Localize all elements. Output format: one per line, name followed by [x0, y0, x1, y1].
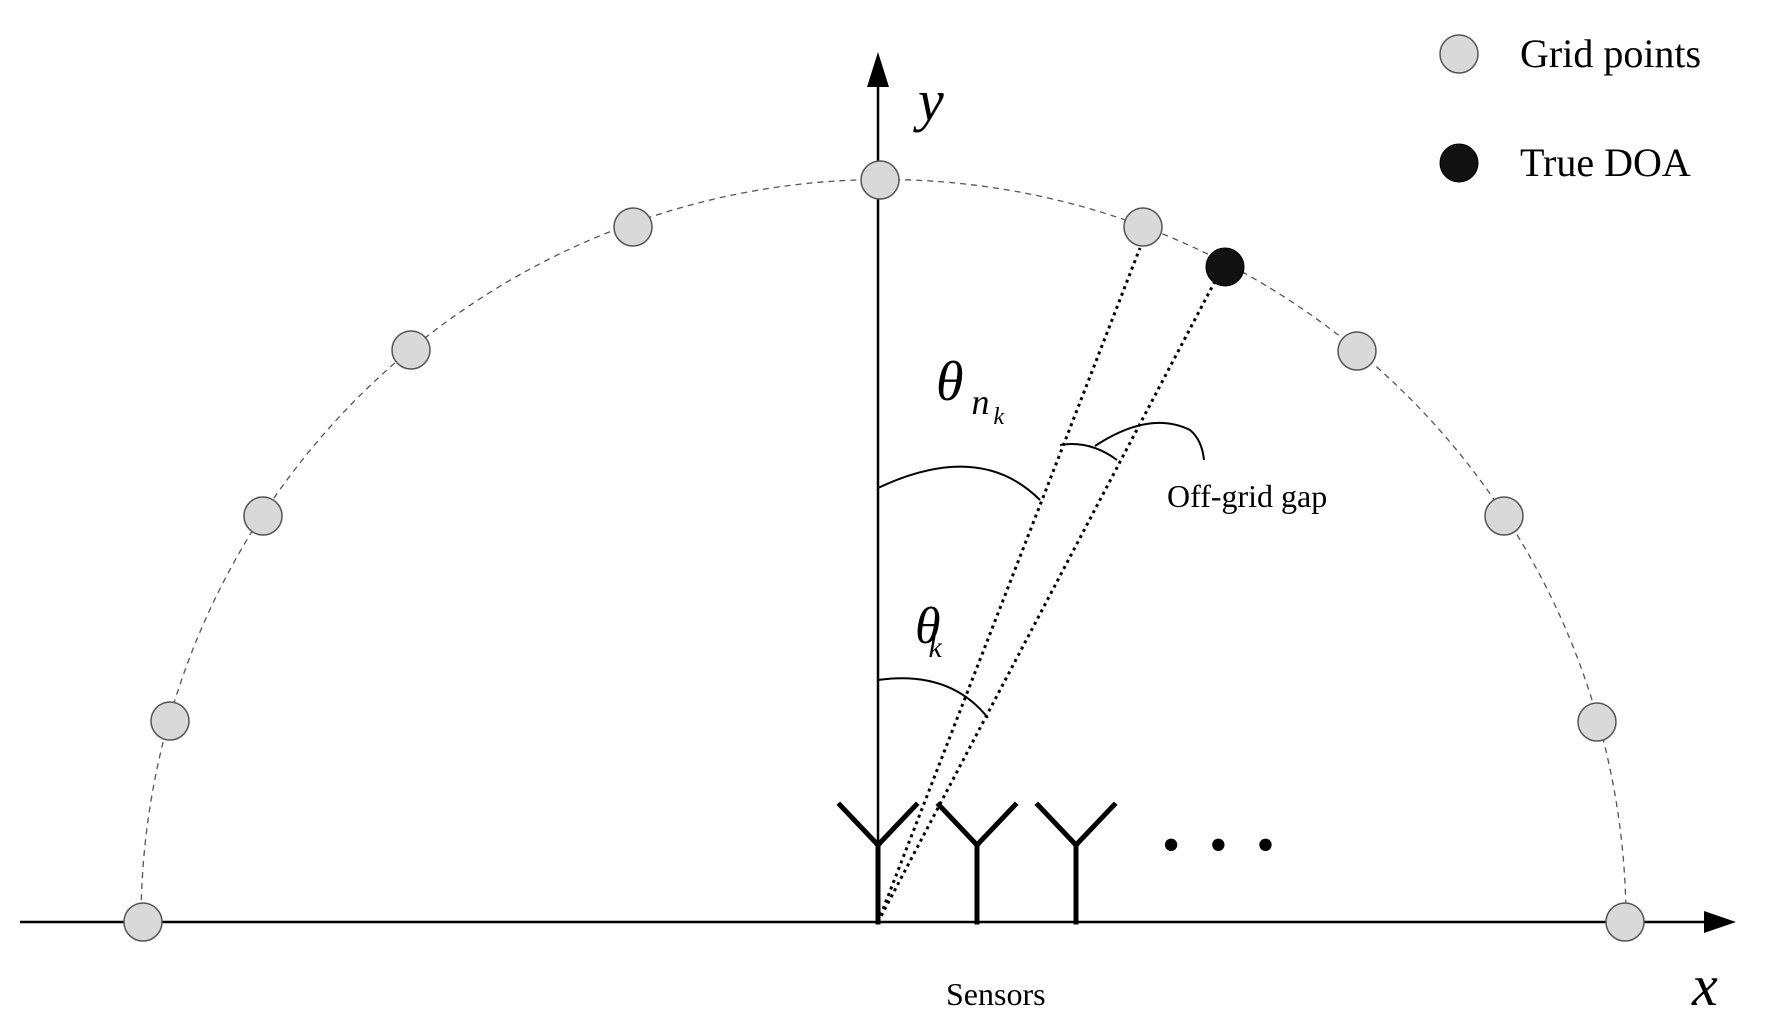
- gap-arc: [1059, 443, 1118, 461]
- gap-callout-arc: [1094, 421, 1205, 461]
- theta-n-arc: [877, 465, 1041, 501]
- y-axis-label: y: [913, 68, 944, 133]
- x-axis-label: x: [1691, 953, 1718, 1018]
- grid-point: [391, 330, 431, 370]
- grid-direction-line: [876, 247, 1142, 923]
- antenna-icon: [935, 801, 1019, 925]
- legend-true-doa-marker: [1439, 143, 1479, 183]
- off-grid-gap-label: Off-grid gap: [1167, 478, 1327, 514]
- legend: Grid points True DOA: [1439, 31, 1701, 185]
- theta-k-arc: [877, 677, 989, 719]
- sensor-array: [836, 801, 1118, 925]
- legend-true-doa-label: True DOA: [1520, 140, 1691, 185]
- y-axis-arrowhead: [867, 52, 889, 87]
- x-axis-arrowhead: [1704, 911, 1736, 933]
- legend-grid-point-marker: [1439, 34, 1479, 74]
- grid-point: [1605, 902, 1645, 942]
- grid-point: [1123, 207, 1163, 247]
- legend-grid-points-label: Grid points: [1520, 31, 1701, 76]
- grid-arc: [140, 178, 1627, 923]
- grid-points: [123, 160, 1645, 942]
- sensors-label: Sensors: [946, 976, 1046, 1012]
- theta-k-subscript: k: [929, 631, 943, 664]
- grid-point: [150, 701, 190, 741]
- true-doa-direction-line: [876, 265, 1225, 923]
- antenna-icon: [1034, 801, 1118, 925]
- grid-point: [1337, 331, 1377, 371]
- antenna-icon: [836, 801, 920, 925]
- grid-point: [613, 207, 653, 247]
- grid-point: [1484, 496, 1524, 536]
- theta-n-k-symbol: θ: [936, 351, 964, 413]
- grid-point: [123, 902, 163, 942]
- sensor-ellipsis: • • •: [1162, 817, 1283, 874]
- theta-n-k-subsubscript: k: [994, 404, 1005, 430]
- grid-point: [243, 496, 283, 536]
- theta-n-k-label: θ n k: [936, 351, 1005, 430]
- grid-point: [860, 160, 900, 200]
- true-doa-point: [1205, 247, 1245, 287]
- theta-k-label: θ k: [915, 598, 945, 664]
- theta-k-symbol: θ: [915, 598, 941, 655]
- grid-point: [1577, 702, 1617, 742]
- theta-n-k-subscript: n: [972, 382, 990, 422]
